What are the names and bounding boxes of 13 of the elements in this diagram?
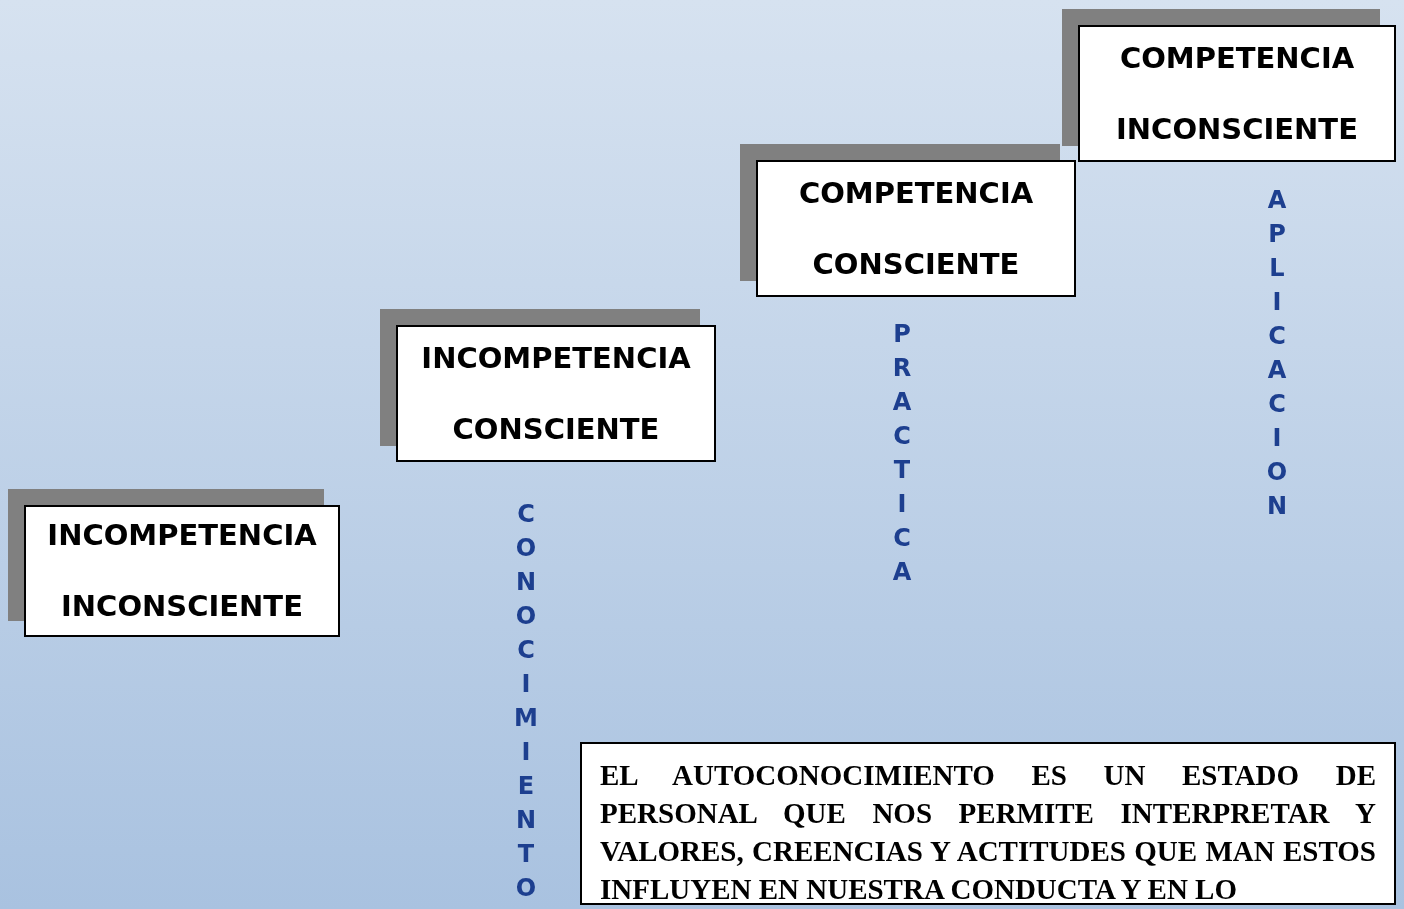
vertical-word: APLICACION [1262, 186, 1292, 526]
stage-box [1078, 25, 1396, 162]
vertical-word: PRACTICA [887, 320, 917, 592]
stage-box [24, 505, 340, 637]
stage-label: COMPETENCIA INCONSCIENTE [1115, 39, 1359, 148]
paragraph: EL AUTOCONOCIMIENTO ES UN ESTADO DE PERSONAL QUE NOS PERMITE INTERPRETAR Y VALORES, CREENCIAS Y ACTITUDES QUE MAN ESTOS INFLUYEN EN NUESTRA CONDUCTA Y EN LO [600, 758, 1376, 907]
vertical-word: CONOCIMIENTO [511, 500, 541, 908]
stage-box [756, 160, 1076, 297]
stage-label: INCOMPETENCIA INCONSCIENTE [46, 517, 318, 625]
stage-box [396, 325, 716, 462]
text-box [580, 742, 1396, 905]
stage-label: INCOMPETENCIA CONSCIENTE [420, 339, 692, 448]
stage-label: COMPETENCIA CONSCIENTE [797, 174, 1035, 283]
